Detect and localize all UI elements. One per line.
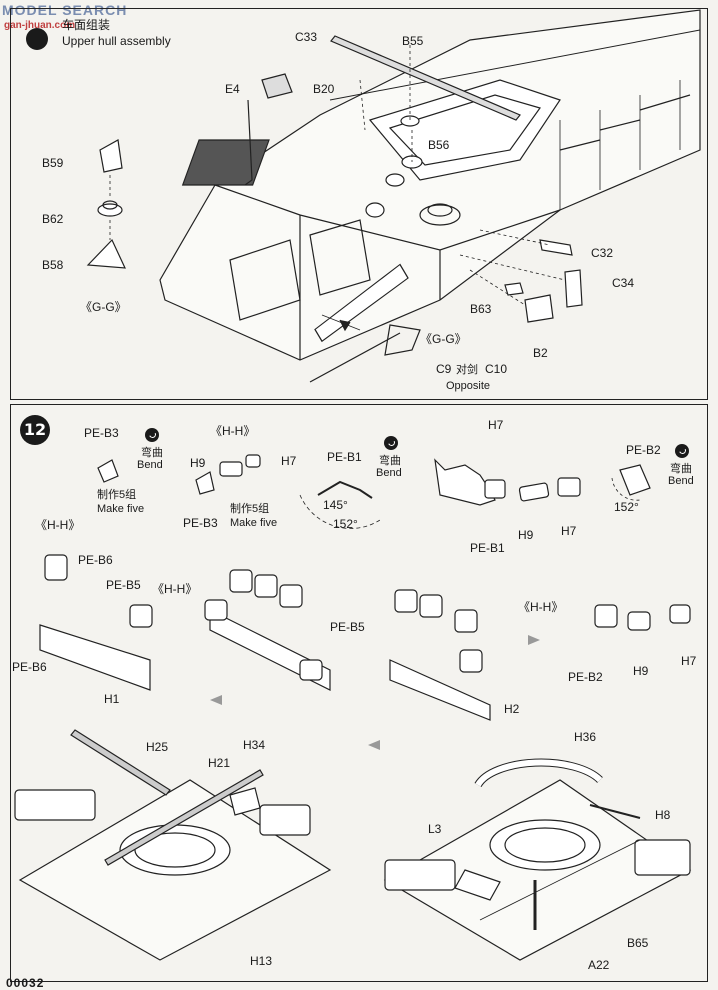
label-l3: L3 [428, 822, 442, 836]
step12-frame [10, 404, 708, 982]
label-c9: C9 [436, 362, 452, 376]
label-e4: E4 [225, 82, 240, 96]
label-pe-b5: PE-B5 [106, 578, 141, 592]
label-pe-b1-b: PE-B1 [470, 541, 505, 555]
bend-cn-3: 弯曲 [670, 463, 692, 475]
bend-en-3: Bend [668, 475, 694, 487]
bend-icon [145, 428, 159, 442]
label-hh-4: 《H-H》 [518, 600, 564, 614]
make-five-en-1: Make five [97, 503, 145, 515]
label-pe-b2-b: PE-B2 [568, 670, 603, 684]
upper-hull-drawing [86, 9, 701, 383]
label-pe-b1: PE-B1 [327, 450, 362, 464]
label-h25: H25 [146, 740, 169, 754]
label-h21: H21 [208, 756, 231, 770]
make-five-cn-2: 制作5组 [230, 503, 270, 515]
label-hh-1: 《H-H》 [210, 424, 256, 438]
label-h2: H2 [504, 702, 520, 716]
label-pe-b3: PE-B3 [84, 426, 119, 440]
label-pe-b6: PE-B6 [78, 553, 113, 567]
step12-badge: 12 [20, 415, 50, 445]
make-five-en-2: Make five [230, 517, 278, 529]
label-h34: H34 [243, 738, 266, 752]
bend-cn-1: 弯曲 [141, 447, 163, 459]
label-h7-b: H7 [488, 418, 504, 432]
label-h7-c: H7 [561, 524, 577, 538]
watermark-brand: MODEL SEARCH [2, 2, 128, 18]
label-h36: H36 [574, 730, 597, 744]
label-b59: B59 [42, 156, 64, 170]
label-c10: C10 [485, 362, 508, 376]
bend-icon [675, 444, 689, 458]
label-gg-left: 《G-G》 [80, 300, 127, 314]
label-h1: H1 [104, 692, 120, 706]
step11-title-cn: 车面组装 [62, 18, 111, 32]
label-h9-b: H9 [518, 528, 534, 542]
label-h13: H13 [250, 954, 273, 968]
label-b56: B56 [428, 138, 450, 152]
label-b63: B63 [470, 302, 492, 316]
label-h8: H8 [655, 808, 671, 822]
label-b65: B65 [627, 936, 649, 950]
label-b62: B62 [42, 212, 64, 226]
bend-icon [384, 436, 398, 450]
bend-cn-2: 弯曲 [379, 455, 401, 467]
label-h9-c: H9 [633, 664, 649, 678]
label-c9-cn: 对剑 [456, 364, 478, 376]
label-h7-d: H7 [681, 654, 697, 668]
label-pe-b3-b: PE-B3 [183, 516, 218, 530]
label-c32: C32 [591, 246, 614, 260]
label-hh-2: 《H-H》 [35, 518, 81, 532]
label-h9-a: H9 [190, 456, 206, 470]
make-five-cn-1: 制作5组 [97, 489, 137, 501]
label-c34: C34 [612, 276, 635, 290]
step11-badge [26, 28, 48, 50]
watermark-sub: gan-jhuan.com [4, 20, 76, 31]
label-a22: A22 [588, 958, 610, 972]
label-pe-b2: PE-B2 [626, 443, 661, 457]
label-c33: C33 [295, 30, 318, 44]
label-angle-152: 152° [333, 517, 358, 531]
label-gg-right: 《G-G》 [420, 332, 467, 346]
label-b58: B58 [42, 258, 64, 272]
label-angle-145: 145° [323, 498, 348, 512]
bend-en-1: Bend [137, 459, 163, 471]
label-hh-3: 《H-H》 [152, 582, 198, 596]
label-h7-a: H7 [281, 454, 297, 468]
label-angle-152-b: 152° [614, 500, 639, 514]
label-pe-b5-b: PE-B5 [330, 620, 365, 634]
step11-frame [10, 8, 708, 400]
step12-drawings [14, 454, 692, 961]
label-pe-b6-b: PE-B6 [12, 660, 47, 674]
label-opposite: Opposite [446, 380, 491, 392]
bend-en-2: Bend [376, 467, 402, 479]
label-b20: B20 [313, 82, 335, 96]
page-number: 00032 [6, 976, 45, 990]
label-b2: B2 [533, 346, 548, 360]
step11-title-en: Upper hull assembly [62, 34, 171, 48]
label-b55: B55 [402, 34, 424, 48]
